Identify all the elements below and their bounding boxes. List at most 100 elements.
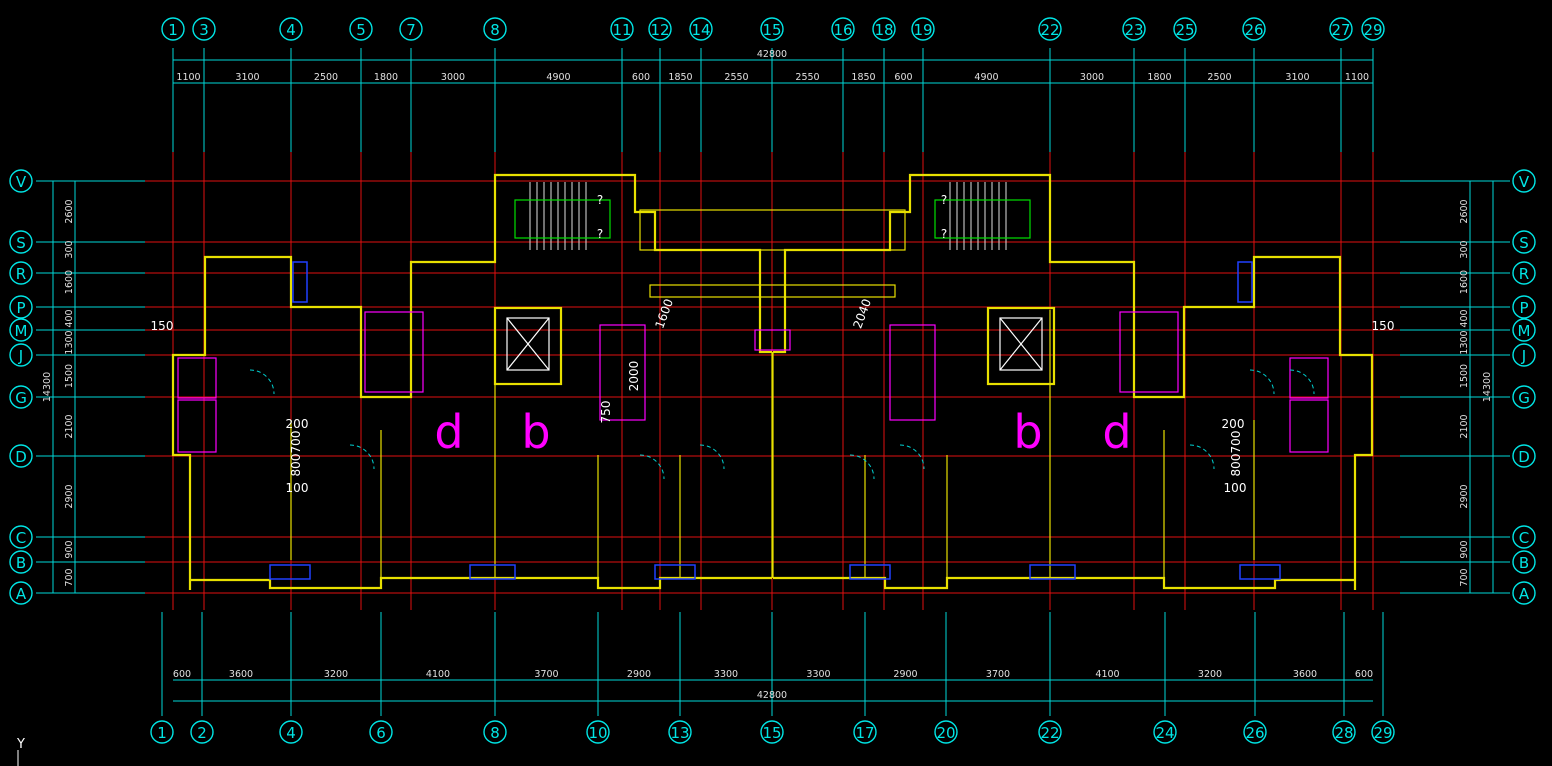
top-dim-1: 3100	[235, 72, 259, 83]
top-dim-3: 1800	[374, 72, 398, 83]
axis-right-V-label: V	[1519, 173, 1530, 191]
fixture-box-8	[754, 329, 791, 351]
left-side-dim-1: 300	[64, 240, 75, 258]
right-total-side-dim: 14300	[1482, 372, 1493, 402]
elevator-1	[999, 317, 1043, 371]
axis-bottom-1-label: 1	[157, 724, 167, 742]
top-dim-8: 2550	[724, 72, 748, 83]
axis-top-11-label: 11	[612, 21, 631, 39]
outer-wall-right	[773, 173, 1374, 590]
left-total-side-dim: 14300	[42, 372, 53, 402]
corridor-top	[639, 209, 906, 251]
axis-bottom-10-circle	[586, 720, 610, 744]
label-200-left: 200	[286, 417, 309, 431]
bottom-dim-10: 4100	[1095, 669, 1119, 680]
label-q4: ?	[941, 227, 947, 241]
left-side-dim-4: 1300	[64, 330, 75, 354]
axis-bottom-6-circle	[369, 720, 393, 744]
right-side-dim-8: 900	[1459, 540, 1470, 558]
left-side-dim-5: 1500	[64, 364, 75, 388]
bottom-dim-2: 3200	[324, 669, 348, 680]
top-dim-16: 3100	[1285, 72, 1309, 83]
window-5	[1239, 564, 1281, 580]
right-side-dim-4: 1300	[1459, 330, 1470, 354]
plan-details	[177, 182, 1329, 580]
label-700-left: 700	[289, 431, 303, 454]
axis-top-27-label: 27	[1331, 21, 1350, 39]
axis-top-11-circle	[610, 17, 634, 41]
axis-top-16-label: 16	[833, 21, 852, 39]
axis-right-D-label: D	[1518, 448, 1530, 466]
ucs-y-label: Y	[16, 737, 25, 752]
label-750: 750	[599, 401, 613, 424]
axis-left-V-label: V	[16, 173, 27, 191]
axis-top-1-label: 1	[168, 21, 178, 39]
axis-left-P-circle	[9, 295, 33, 319]
axis-bottom-13-circle	[668, 720, 692, 744]
corridor-mid	[649, 284, 896, 298]
right-side-dim-7: 2900	[1459, 484, 1470, 508]
axis-left-A-circle	[9, 581, 33, 605]
bottom-dim-6: 3300	[714, 669, 738, 680]
room-label-d-right: d	[1102, 405, 1131, 459]
bottom-wall-right	[773, 576, 1355, 590]
axis-right-A-circle	[1512, 581, 1536, 605]
room-label-d-left: d	[434, 405, 463, 459]
window-2	[654, 564, 696, 580]
axis-top-4-circle	[279, 17, 303, 41]
bottom-dim-13: 600	[1355, 669, 1373, 680]
elevator-wall-1	[986, 306, 1056, 386]
axis-top-7-label: 7	[406, 21, 416, 39]
axis-bottom-8-label: 8	[490, 724, 500, 742]
axis-left-C-circle	[9, 525, 33, 549]
axis-right-P-circle	[1512, 295, 1536, 319]
axis-right-D-circle	[1512, 444, 1536, 468]
top-dim-11: 600	[894, 72, 912, 83]
axis-right-G-circle	[1512, 385, 1536, 409]
bottom-dim-0: 600	[173, 669, 191, 680]
axis-right-C-label: C	[1519, 529, 1529, 547]
axis-bottom-20-circle	[934, 720, 958, 744]
bottom-dim-12: 3600	[1293, 669, 1317, 680]
label-2040: 2040	[850, 297, 874, 330]
axis-left-B-label: B	[16, 554, 26, 572]
axis-top-8-label: 8	[490, 21, 500, 39]
bottom-dim-4: 3700	[534, 669, 558, 680]
top-dim-0: 1100	[176, 72, 200, 83]
label-q3: ?	[941, 193, 947, 207]
axis-bottom-15-circle	[760, 720, 784, 744]
bottom-wall-left	[190, 576, 772, 590]
axis-left-D-circle	[9, 444, 33, 468]
top-dim-9: 2550	[795, 72, 819, 83]
top-dim-10: 1850	[851, 72, 875, 83]
axis-left-G-label: G	[15, 389, 27, 407]
elevator-0	[506, 317, 550, 371]
axis-bottom-10-label: 10	[588, 724, 607, 742]
left-side-dim-9: 700	[64, 568, 75, 586]
top-dim-7: 1850	[668, 72, 692, 83]
fixture-box-0	[177, 357, 217, 399]
axis-bottom-28-label: 28	[1334, 724, 1353, 742]
window-3	[849, 564, 891, 580]
axis-top-16-circle	[831, 17, 855, 41]
axis-top-3-label: 3	[199, 21, 209, 39]
grid-lines	[36, 48, 1510, 716]
axis-top-22-circle	[1038, 17, 1062, 41]
label-2000: 2000	[627, 361, 641, 392]
axis-right-S-label: S	[1519, 234, 1529, 252]
axis-top-26-label: 26	[1244, 21, 1263, 39]
top-dim-4: 3000	[441, 72, 465, 83]
axis-bottom-20-label: 20	[936, 724, 955, 742]
axis-right-B-label: B	[1519, 554, 1529, 572]
door-swing-3	[699, 444, 725, 470]
axis-bottom-13-label: 13	[670, 724, 689, 742]
door-swing-1	[349, 444, 375, 470]
door-swing-7	[1289, 369, 1315, 395]
axis-left-M-label: M	[15, 322, 28, 340]
top-dim-14: 1800	[1147, 72, 1171, 83]
bottom-dim-11: 3200	[1198, 669, 1222, 680]
label-800-left: 800	[289, 454, 303, 477]
bottom-dim-3: 4100	[426, 669, 450, 680]
axis-top-3-circle	[192, 17, 216, 41]
